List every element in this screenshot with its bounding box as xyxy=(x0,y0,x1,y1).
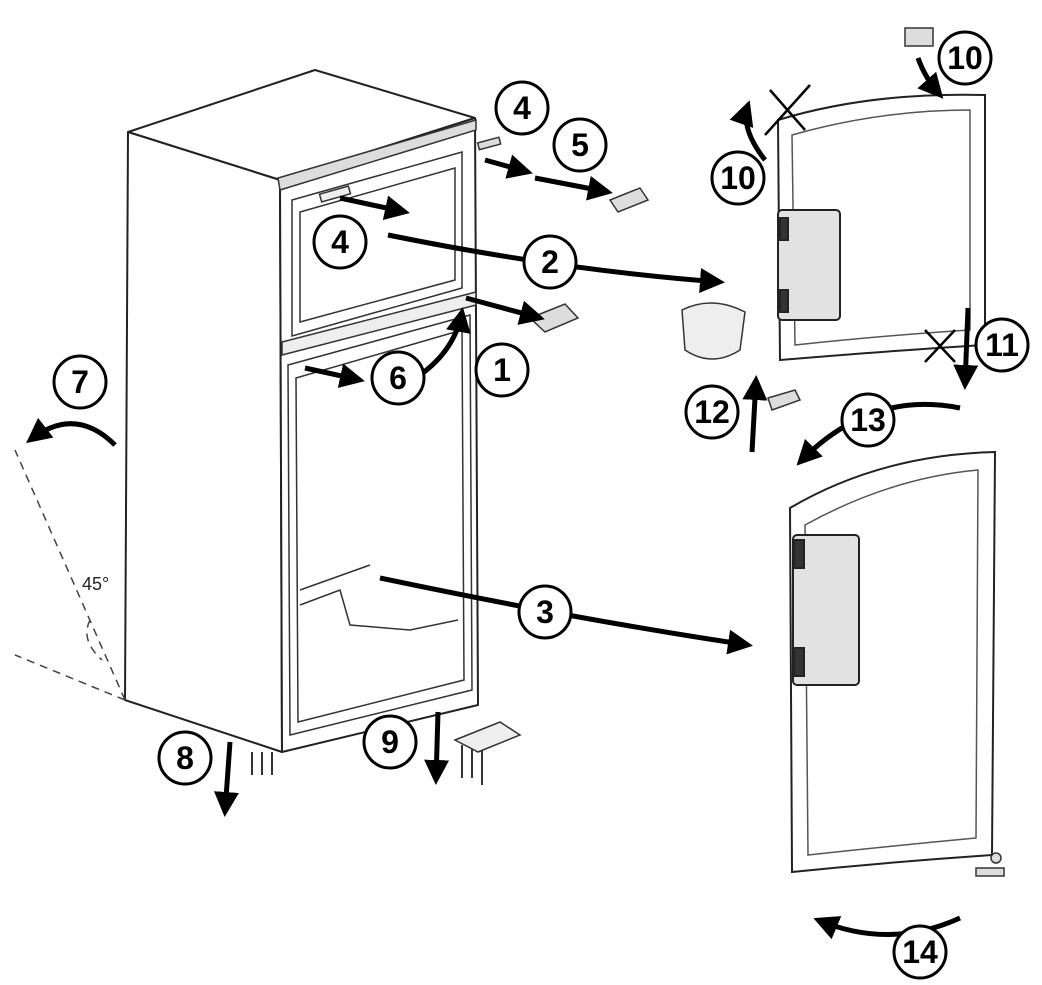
step-marker-1: 1 xyxy=(474,342,530,398)
freezer-door xyxy=(776,93,986,362)
step-marker-5: 5 xyxy=(552,117,608,173)
step-number: 7 xyxy=(71,364,89,400)
step-marker-10: 10 xyxy=(937,30,993,86)
step-marker-4: 4 xyxy=(494,80,550,136)
step-number: 8 xyxy=(176,740,194,776)
step-marker-14: 14 xyxy=(892,924,948,980)
step-number: 13 xyxy=(850,402,886,438)
step-circle xyxy=(312,214,368,270)
no-tool-icon xyxy=(764,84,956,363)
step-circle xyxy=(710,150,766,206)
step-circle xyxy=(684,384,740,440)
step-number: 2 xyxy=(541,244,559,280)
angle-label: 45° xyxy=(82,574,109,594)
step-circle xyxy=(552,117,608,173)
small-parts xyxy=(528,27,1005,877)
step-number: 1 xyxy=(493,352,511,388)
step-circle xyxy=(370,350,426,406)
step-circle xyxy=(494,80,550,136)
step-circle xyxy=(517,584,573,640)
step-marker-11: 11 xyxy=(974,317,1030,373)
step-number: 11 xyxy=(985,327,1019,363)
step-number: 9 xyxy=(381,724,399,760)
step-number: 6 xyxy=(389,360,407,396)
step-number: 12 xyxy=(694,394,730,430)
step-marker-13: 13 xyxy=(840,392,896,448)
refrigerator-details xyxy=(277,118,502,736)
step-circle xyxy=(937,30,993,86)
step-circle xyxy=(522,234,578,290)
step-circle xyxy=(892,924,948,980)
step-circle xyxy=(52,354,108,410)
step-circle xyxy=(474,342,530,398)
step-marker-4: 4 xyxy=(312,214,368,270)
step-marker-3: 3 xyxy=(517,584,573,640)
step-number: 3 xyxy=(536,594,554,630)
step-marker-2: 2 xyxy=(522,234,578,290)
step-number: 5 xyxy=(571,127,589,163)
tilt-guide xyxy=(14,449,126,701)
step-marker-9: 9 xyxy=(362,714,418,770)
step-circle xyxy=(157,730,213,786)
step-number: 14 xyxy=(902,934,938,970)
fridge-door xyxy=(788,450,997,874)
step-circle xyxy=(974,317,1030,373)
bottom-screws xyxy=(251,745,483,785)
step-number: 10 xyxy=(720,160,756,196)
step-number: 4 xyxy=(513,90,531,126)
bottom-hinge xyxy=(453,721,522,753)
step-circle xyxy=(840,392,896,448)
step-circle xyxy=(362,714,418,770)
step-marker-12: 12 xyxy=(684,384,740,440)
step-marker-6: 6 xyxy=(370,350,426,406)
step-marker-8: 8 xyxy=(157,730,213,786)
step-number: 4 xyxy=(331,224,349,260)
step-marker-7: 7 xyxy=(52,354,108,410)
step-marker-10: 10 xyxy=(710,150,766,206)
step-number: 10 xyxy=(947,40,983,76)
